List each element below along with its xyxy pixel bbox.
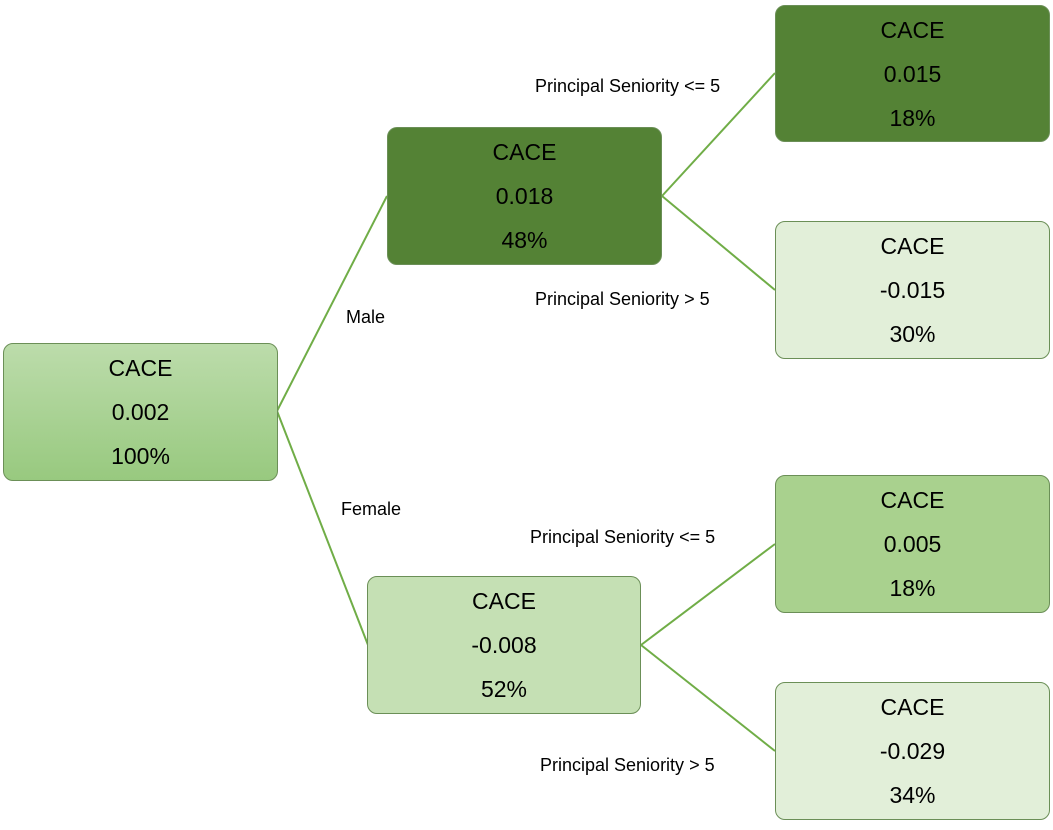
root-node-share: 100% (111, 443, 170, 469)
female-node-value: -0.008 (471, 632, 537, 658)
male-seniority-gt5-share: 30% (889, 321, 936, 347)
edge-root-female (276, 410, 369, 646)
female-seniority-gt5-title: CACE (880, 694, 945, 720)
male-seniority-gt5-node: CACE -0.015 30% (775, 221, 1050, 359)
edge-label-female: Female (341, 499, 402, 519)
male-seniority-gt5-title: CACE (880, 233, 945, 259)
edge-male-le (661, 72, 776, 197)
female-seniority-gt5-share: 34% (889, 782, 936, 808)
female-seniority-le5-title: CACE (880, 487, 945, 513)
male-node-share: 48% (501, 227, 548, 253)
female-seniority-gt5-value: -0.029 (879, 738, 946, 764)
male-seniority-le5-title: CACE (880, 16, 945, 43)
root-node-title: CACE (108, 355, 173, 381)
male-node-title: CACE (492, 139, 557, 165)
edge-root-male (276, 195, 388, 412)
root-node: CACE 0.002 100% (3, 343, 278, 481)
male-node: CACE 0.018 48% (387, 127, 662, 265)
male-seniority-le5-value: 0.015 (883, 60, 942, 87)
edge-label-male-seniority-le5: Principal Seniority <= 5 (535, 76, 721, 96)
female-seniority-gt5-node: CACE -0.029 34% (775, 682, 1050, 820)
root-node-value: 0.002 (111, 399, 170, 425)
male-seniority-le5-share: 18% (889, 104, 936, 131)
edge-female-le (640, 543, 776, 646)
female-seniority-le5-share: 18% (889, 575, 936, 601)
female-seniority-le5-value: 0.005 (883, 531, 942, 557)
edge-male-gt (661, 195, 776, 291)
female-node-title: CACE (472, 588, 536, 614)
female-node-share: 52% (480, 676, 528, 702)
edge-label-male-seniority-gt5: Principal Seniority > 5 (535, 289, 710, 309)
male-node-value: 0.018 (495, 183, 554, 209)
edge-label-female-seniority-le5: Principal Seniority <= 5 (530, 527, 716, 547)
female-node: CACE -0.008 52% (367, 576, 641, 714)
edge-label-male: Male (346, 307, 386, 327)
male-seniority-gt5-value: -0.015 (879, 277, 946, 303)
edge-female-gt (640, 644, 776, 752)
male-seniority-le5-node: CACE 0.015 18% (775, 5, 1050, 142)
edge-label-female-seniority-gt5: Principal Seniority > 5 (540, 755, 715, 775)
female-seniority-le5-node: CACE 0.005 18% (775, 475, 1050, 613)
